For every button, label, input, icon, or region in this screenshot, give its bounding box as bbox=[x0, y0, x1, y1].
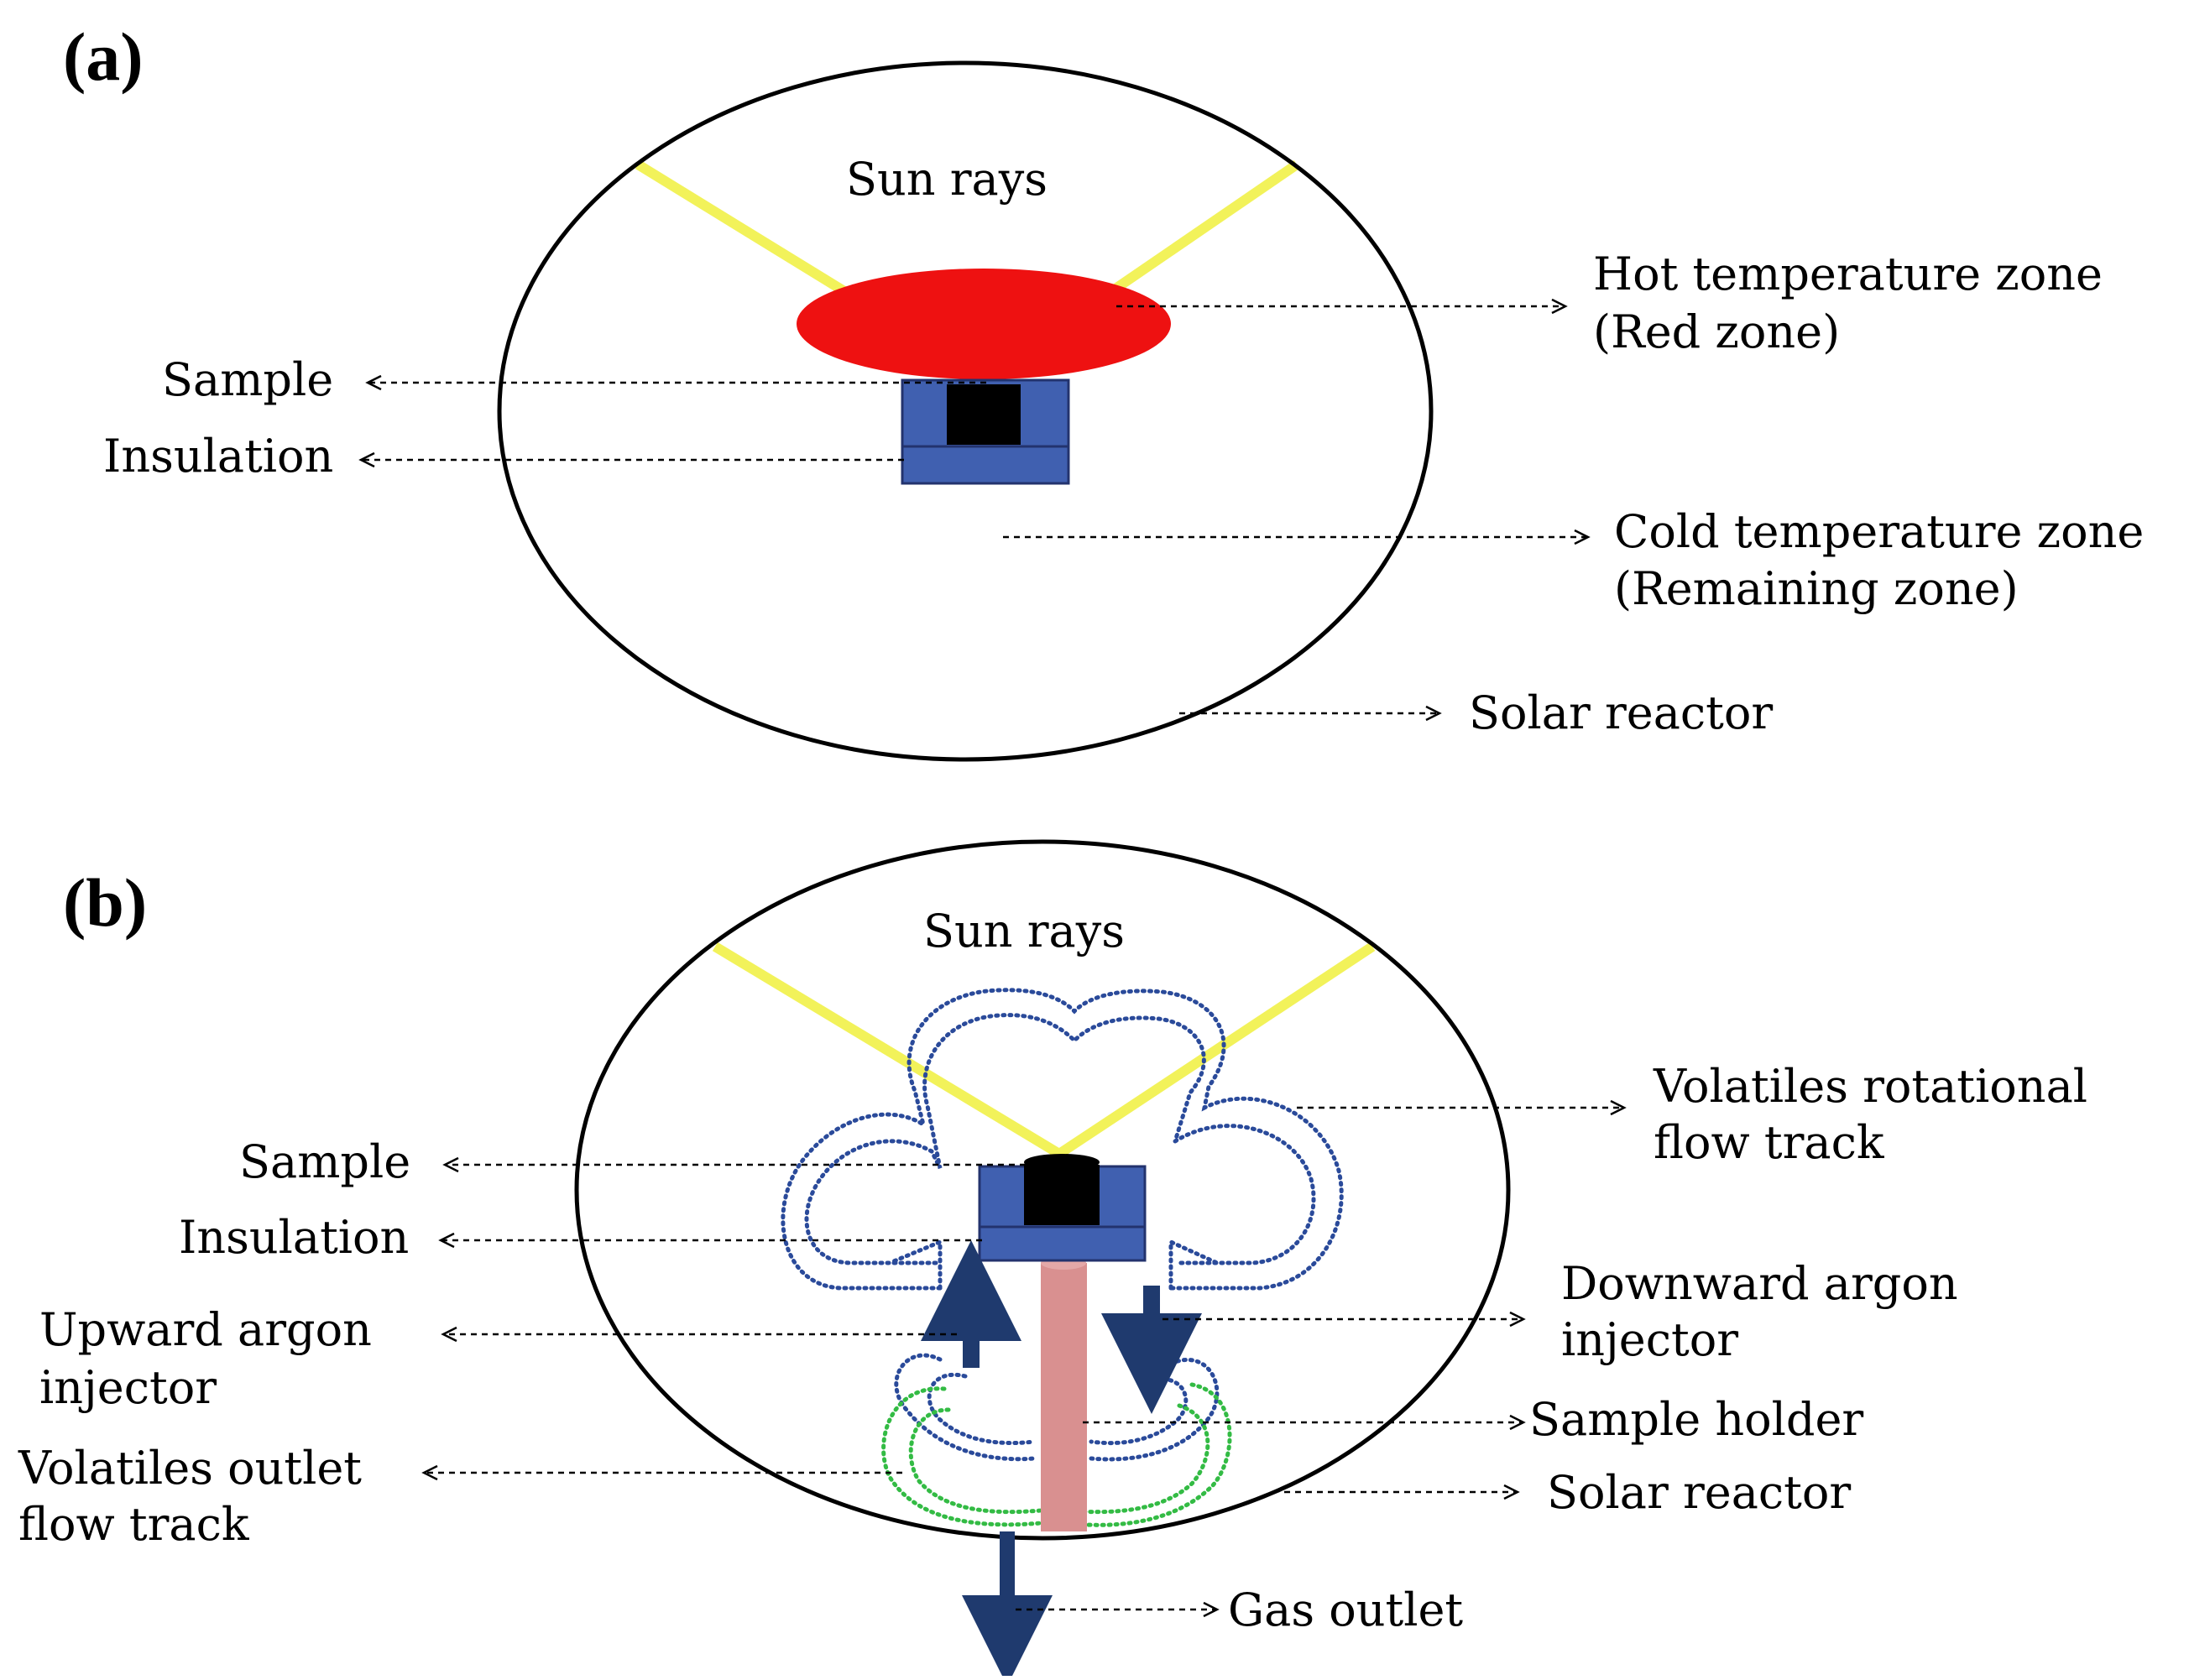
panel-a-insulation-arrowhead bbox=[358, 451, 375, 468]
panel-b-rotational-label-1: Volatiles rotational bbox=[1653, 1060, 2087, 1113]
panel-a-hot-zone-label-1: Hot temperature zone bbox=[1593, 248, 2103, 300]
panel-b-gas-outlet-arrowhead bbox=[1203, 1601, 1220, 1618]
panel-a-cold-zone-arrowhead bbox=[1574, 529, 1591, 545]
panel-b-sample-holder-label: Sample holder bbox=[1529, 1393, 1863, 1446]
panel-b-downward-arrowhead bbox=[1509, 1311, 1526, 1328]
panel-b-outlet-flow-track bbox=[881, 1382, 1232, 1527]
panel-a-label: (a) bbox=[63, 18, 144, 95]
panel-b-outlet-label-1: Volatiles outlet bbox=[18, 1442, 362, 1495]
panel-b: (b) bbox=[18, 839, 2087, 1680]
panel-a-cold-zone-label-1: Cold temperature zone bbox=[1614, 505, 2144, 558]
panel-b-sample-holder bbox=[1041, 1263, 1087, 1531]
panel-b-upward-arrowhead bbox=[441, 1326, 457, 1343]
panel-b-insulation-arrowhead bbox=[438, 1232, 455, 1249]
panel-a-solar-reactor bbox=[497, 60, 1434, 762]
panel-b-sample-top bbox=[1024, 1154, 1100, 1171]
panel-b-sample-label: Sample bbox=[239, 1135, 410, 1188]
panel-a-insulation-label: Insulation bbox=[103, 430, 333, 483]
panel-b-downward-label-1: Downward argon bbox=[1561, 1257, 1958, 1310]
panel-a-hot-zone bbox=[797, 269, 1171, 379]
panel-a-sample bbox=[947, 384, 1021, 445]
panel-b-downward-label-2: injector bbox=[1561, 1313, 1738, 1366]
panel-b-sun-ray-right bbox=[1056, 942, 1376, 1159]
panel-b-outlet-label-2: flow track bbox=[18, 1498, 250, 1551]
panel-b-rotational-arrowhead bbox=[1610, 1099, 1627, 1116]
panel-b-insulation-label: Insulation bbox=[179, 1211, 409, 1264]
panel-a-hot-zone-arrowhead bbox=[1551, 298, 1568, 315]
panel-a-hot-zone-label-2: (Red zone) bbox=[1593, 305, 1840, 358]
panel-a-cold-zone-label-2: (Remaining zone) bbox=[1614, 562, 2019, 615]
panel-b-sample-holder-arrowhead bbox=[1509, 1414, 1526, 1431]
panel-b-solar-reactor-label: Solar reactor bbox=[1547, 1466, 1851, 1519]
panel-b-upward-label-2: injector bbox=[39, 1361, 217, 1414]
panel-b-rotational-label-2: flow track bbox=[1654, 1116, 1885, 1169]
panel-b-solar-reactor bbox=[574, 839, 1511, 1541]
panel-a-sun-rays-label: Sun rays bbox=[846, 153, 1048, 206]
panel-b-outlet-arrowhead bbox=[421, 1464, 438, 1481]
panel-b-gas-outlet-label: Gas outlet bbox=[1228, 1583, 1463, 1636]
panel-a-solar-reactor-label: Solar reactor bbox=[1469, 686, 1773, 739]
panel-a: (a) Sun rays Sample Insulation Hot tempe… bbox=[63, 18, 2144, 762]
panel-b-label: (b) bbox=[63, 864, 147, 941]
panel-b-sample bbox=[1024, 1165, 1100, 1225]
panel-a-sample-label: Sample bbox=[162, 353, 333, 406]
panel-b-sample-arrowhead bbox=[442, 1156, 459, 1173]
panel-b-solar-reactor-arrowhead bbox=[1503, 1484, 1520, 1500]
panel-a-sample-arrowhead bbox=[365, 374, 382, 391]
panel-b-upward-label-1: Upward argon bbox=[39, 1303, 372, 1356]
panel-a-solar-reactor-arrowhead bbox=[1425, 705, 1442, 722]
panel-b-sun-ray-left bbox=[712, 942, 1063, 1159]
panel-b-sun-rays-label: Sun rays bbox=[923, 905, 1125, 957]
